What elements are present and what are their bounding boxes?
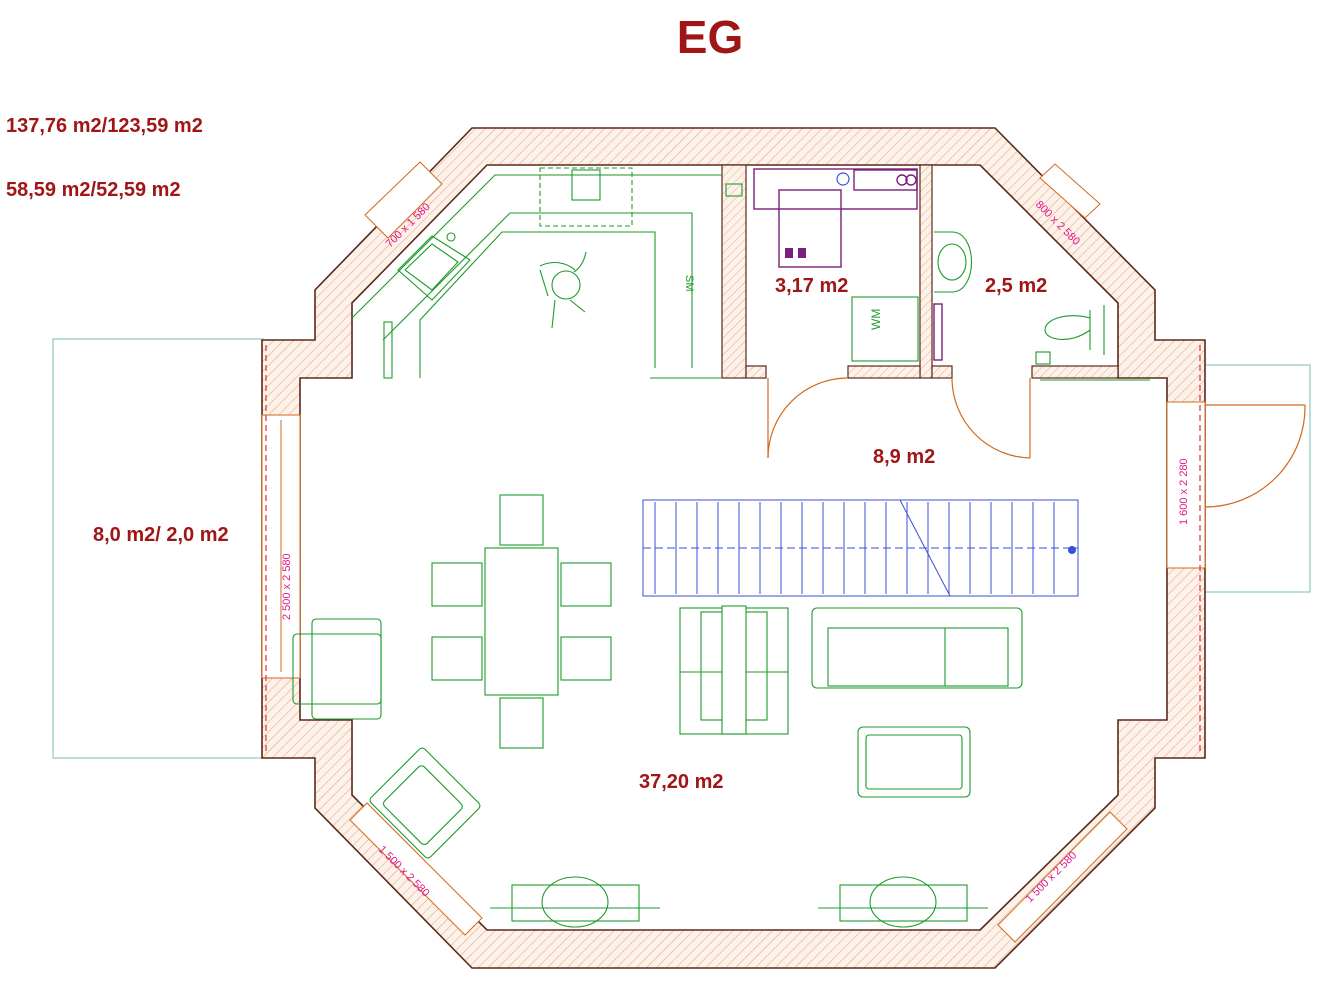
partition-stub-1 [745, 365, 767, 379]
terrace-area-label: 8,0 m2/ 2,0 m2 [93, 524, 229, 546]
side-table [857, 726, 971, 798]
laundry-area-label: 3,17 m2 [775, 275, 848, 297]
door-entrance [1204, 404, 1306, 508]
partition-stub-4 [1031, 365, 1119, 379]
desk-south-right [818, 876, 988, 928]
door-wc-hall [951, 377, 1031, 459]
living-area-label: 37,20 m2 [639, 771, 724, 793]
window-east [1166, 345, 1206, 752]
armchair-southwest [369, 747, 481, 859]
window-wc [1039, 163, 1101, 219]
sink-icon [397, 232, 471, 301]
dim-terrace-window: 2 500 x 2 580 [281, 553, 293, 620]
window-se [997, 811, 1128, 943]
washer-icon [851, 296, 919, 362]
dim-entrance-window: 1 600 x 2 280 [1178, 458, 1190, 525]
coffee-table [679, 605, 789, 735]
cabinet-icon [383, 321, 393, 379]
kitchen-unit: SM [351, 167, 743, 379]
person-icon [539, 251, 587, 329]
partition-stub-2 [847, 365, 921, 379]
laundry-fixtures: WM [753, 168, 919, 362]
dishwasher-label: SM [683, 275, 695, 292]
wc-area-label: 2,5 m2 [985, 275, 1047, 297]
washer-label: WM [869, 309, 883, 330]
partition-kitchen [721, 164, 747, 379]
ground-area-label: 58,59 m2/52,59 m2 [6, 179, 181, 201]
toilet-icon [1044, 305, 1105, 355]
total-area-label: 137,76 m2/123,59 m2 [6, 115, 203, 137]
window-west [261, 345, 301, 752]
armchair-west [292, 618, 382, 720]
hall-area-label: 8,9 m2 [873, 446, 935, 468]
sofa [811, 607, 1023, 689]
outer-walls [261, 127, 1206, 969]
partition-stub-3 [931, 365, 953, 379]
desk-south-left [490, 876, 660, 928]
page-title: EG [677, 11, 743, 63]
door-kitchen-hall [767, 377, 849, 459]
window-kitchen [364, 161, 443, 239]
entrance-landing [1203, 364, 1311, 593]
window-sw [349, 802, 483, 936]
partition-wc [919, 164, 933, 379]
basin-icon [934, 231, 972, 293]
dining-table [431, 494, 612, 749]
wc-fixtures [933, 231, 1150, 381]
terrace-area [52, 338, 264, 759]
stairs [642, 499, 1079, 597]
